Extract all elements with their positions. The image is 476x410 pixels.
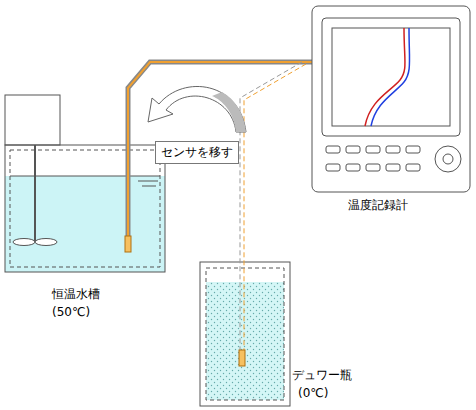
move-arrow	[212, 92, 246, 132]
temperature-sensor	[239, 350, 245, 366]
sensor-cable	[128, 62, 312, 238]
dewar-label: デュワー瓶	[292, 368, 352, 382]
move-arrow	[148, 86, 246, 132]
temperature-sensor	[125, 236, 131, 252]
dewar-flask	[200, 262, 290, 406]
callout-box: センサを移す	[155, 141, 239, 164]
water-bath	[5, 95, 165, 272]
temperature-label: (0℃)	[298, 386, 328, 400]
sensor-cable-moved	[240, 62, 302, 352]
recorder-label: 温度記録計	[348, 198, 408, 212]
callout-text: センサを移す	[161, 144, 233, 161]
temperature-recorder	[312, 6, 470, 192]
bath-label: 恒温水槽	[52, 287, 100, 301]
sensor-cable-moved	[244, 64, 306, 352]
sensor-cable	[128, 62, 312, 238]
temperature-label: (50℃)	[52, 305, 90, 319]
